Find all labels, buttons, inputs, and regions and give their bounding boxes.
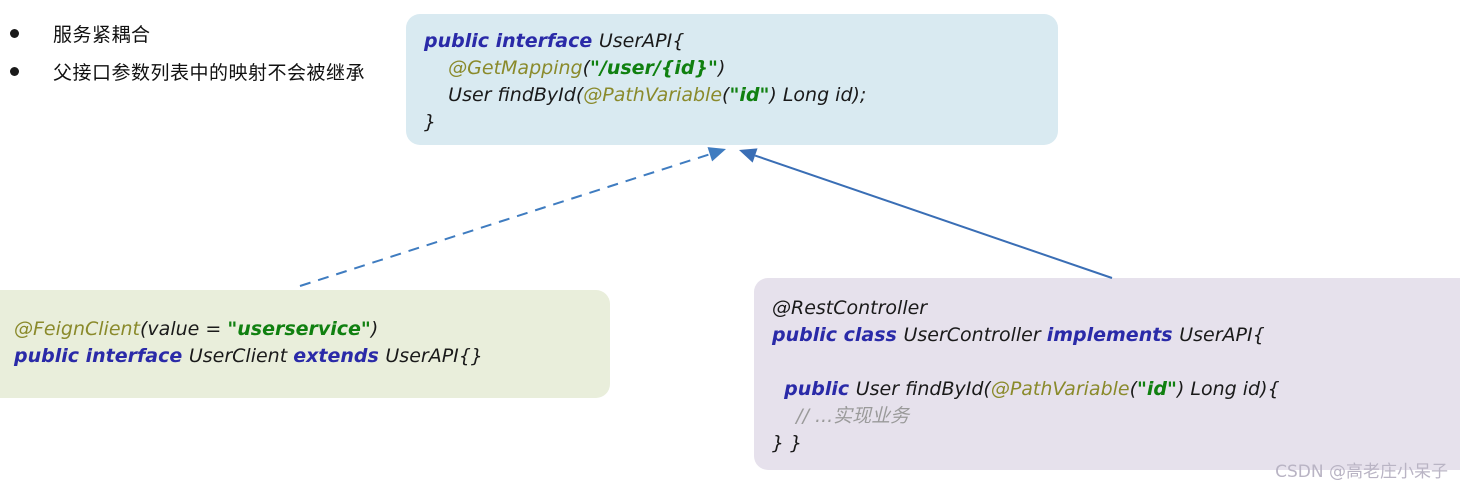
code-token: UserAPI{ — [598, 30, 685, 52]
code-token — [424, 57, 448, 79]
code-token: (value = — [140, 318, 228, 340]
code-token: UserController — [903, 323, 1047, 346]
code-box-restcontroller: @RestController public class UserControl… — [754, 278, 1460, 470]
code-token — [772, 405, 796, 427]
code-token: "userservice" — [227, 318, 371, 340]
code-token: "id" — [729, 83, 770, 106]
code-token: } } — [772, 431, 803, 454]
connector-arrowhead-feignclient-implements-userapi — [707, 147, 726, 162]
list-item: 服务紧耦合 — [0, 14, 400, 52]
code-token: ( — [1129, 377, 1138, 400]
bullet-list: 服务紧耦合 父接口参数列表中的映射不会被继承 — [0, 14, 400, 90]
connector-line-feignclient-implements-userapi — [299, 153, 711, 287]
code-token: @GetMapping — [448, 56, 583, 79]
code-token: ) — [717, 56, 726, 79]
code-token: ) Long id); — [769, 83, 867, 106]
code-token: extends — [293, 344, 386, 367]
bullet-dot-icon — [10, 28, 19, 38]
code-userapi: public interface UserAPI{ @GetMapping("/… — [424, 28, 1058, 136]
code-token: public class — [772, 323, 904, 346]
connector-line-restcontroller-implements-userapi — [754, 154, 1113, 279]
code-token: implements — [1046, 323, 1180, 346]
code-token: "id" — [1137, 377, 1177, 400]
code-token: public interface — [14, 344, 189, 367]
watermark-label: CSDN @高老庄小呆子 — [1275, 462, 1448, 482]
code-box-feignclient: @FeignClient(value = "userservice") publ… — [0, 290, 610, 398]
code-token: UserAPI{ — [1179, 323, 1265, 346]
code-token: @RestController — [772, 297, 928, 319]
code-token: @PathVariable — [990, 377, 1130, 400]
code-token — [772, 378, 784, 400]
connector-arrowhead-restcontroller-implements-userapi — [739, 148, 758, 163]
code-feignclient: @FeignClient(value = "userservice") publ… — [14, 316, 610, 370]
bullet-item-label: 父接口参数列表中的映射不会被继承 — [53, 61, 366, 84]
code-box-userapi: public interface UserAPI{ @GetMapping("/… — [406, 14, 1058, 145]
code-token: User findById( — [855, 377, 991, 400]
code-token: ) — [370, 318, 379, 340]
code-token: // ...实现业务 — [796, 404, 910, 427]
code-token: "/user/{id}" — [590, 56, 718, 79]
code-token: public interface — [424, 30, 599, 52]
code-token: @PathVariable — [583, 83, 723, 106]
list-item: 父接口参数列表中的映射不会被继承 — [0, 52, 400, 90]
bullet-item-label: 服务紧耦合 — [53, 23, 151, 46]
code-token: ) Long id){ — [1176, 377, 1280, 400]
code-token: ( — [582, 56, 590, 79]
code-token: ( — [722, 83, 730, 106]
code-token: public — [784, 377, 856, 400]
code-token: UserAPI{} — [385, 344, 483, 367]
code-token: User findById( — [424, 83, 584, 106]
code-token: UserClient — [188, 344, 294, 367]
code-token: @FeignClient — [14, 318, 141, 340]
code-restcontroller: @RestController public class UserControl… — [772, 295, 1460, 457]
code-token: } — [424, 110, 437, 133]
bullet-dot-icon — [10, 66, 19, 76]
